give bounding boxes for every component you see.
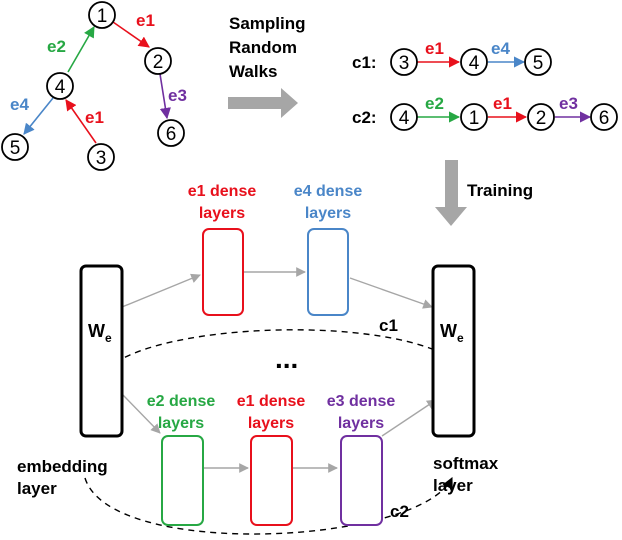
- embedding-caption-line1: embedding: [17, 457, 108, 476]
- walk-c2-node-3: 2: [527, 103, 555, 131]
- svg-text:6: 6: [599, 108, 610, 129]
- embedding-layer: We embedding layer: [17, 264, 124, 498]
- bottom-e1-caption-line1: e1 dense: [237, 393, 306, 410]
- graph-edge-3-4: [65, 99, 97, 144]
- c2-path-label: c2: [390, 502, 409, 521]
- sampling-label-line2: Random: [229, 38, 297, 57]
- sampling-label-line3: Walks: [229, 62, 278, 81]
- svg-text:6: 6: [166, 124, 177, 145]
- walk-c2-node-2: 1: [460, 103, 488, 131]
- graph-edge-label-e4: e4: [10, 95, 29, 114]
- walk-c2-node-4: 6: [590, 103, 618, 131]
- top-e1-caption-line2: layers: [199, 205, 245, 222]
- graph-edge-label-e1-bottom: e1: [85, 108, 104, 127]
- walk-c1-name: c1:: [352, 53, 377, 72]
- training-arrow: [435, 160, 467, 226]
- connector-embed-to-e2-bottom: [121, 393, 161, 434]
- graph-node-2: 2: [144, 47, 172, 75]
- sampling-label-line1: Sampling: [229, 14, 306, 33]
- svg-text:1: 1: [469, 108, 480, 129]
- graph-node-1: 1: [88, 1, 116, 29]
- bottom-e2-caption-line1: e2 dense: [147, 393, 216, 410]
- softmax-caption-line1: softmax: [433, 454, 499, 473]
- walk-c2-edge-label-3: e3: [559, 94, 578, 113]
- connector-e4-to-softmax: [349, 277, 433, 309]
- top-e1-caption-line1: e1 dense: [188, 183, 257, 200]
- walk-c2-edge-label-1: e2: [425, 94, 444, 113]
- input-graph: e2 e1 e3 e1 e4 1 2 3 4 5 6: [1, 1, 187, 171]
- connector-e3-to-softmax: [381, 399, 437, 437]
- sampling-arrow: [228, 88, 298, 118]
- svg-text:2: 2: [536, 108, 547, 129]
- graph-edge-1-2: [112, 21, 150, 48]
- graph-node-4: 4: [46, 72, 74, 100]
- graph-node-5: 5: [1, 133, 29, 161]
- c1-path-label: c1: [379, 316, 398, 335]
- graph-edge-label-e2: e2: [47, 37, 66, 56]
- walk-c1-node-2: 4: [460, 48, 488, 76]
- softmax-caption-line2: layer: [433, 476, 473, 495]
- training-step: Training: [435, 160, 533, 226]
- graph-node-6: 6: [157, 119, 185, 147]
- walk-c1-edge-label-2: e4: [491, 39, 510, 58]
- graph-edge-4-5: [23, 97, 54, 135]
- connector-embed-to-e1-top: [121, 273, 201, 308]
- graph-edge-2-6: [159, 73, 171, 120]
- svg-text:4: 4: [55, 77, 66, 98]
- walk-c2-node-1: 4: [390, 103, 418, 131]
- svg-text:3: 3: [96, 148, 107, 169]
- training-label: Training: [467, 181, 533, 200]
- svg-text:3: 3: [399, 53, 410, 74]
- svg-text:5: 5: [533, 53, 544, 74]
- bottom-e3-caption-line1: e3 dense: [327, 393, 396, 410]
- graph-edge-label-e3: e3: [168, 86, 187, 105]
- bottom-e1-caption-line2: layers: [248, 415, 294, 432]
- c2-dashed-path: [84, 476, 453, 535]
- top-e1-dense-layers: e1 dense layers: [188, 183, 257, 316]
- walk-c1-node-3: 5: [524, 48, 552, 76]
- top-e4-caption-line1: e4 dense: [294, 183, 363, 200]
- bottom-e3-caption-line2: layers: [338, 415, 384, 432]
- sampling-step: Sampling Random Walks: [228, 14, 306, 118]
- graph-edge-4-1: [67, 26, 95, 73]
- c1-dashed-path: [99, 329, 469, 379]
- top-e4-dense-layers: e4 dense layers: [294, 183, 363, 316]
- walk-c1-node-1: 3: [390, 48, 418, 76]
- graph-node-3: 3: [87, 143, 115, 171]
- embedding-caption-line2: layer: [17, 479, 57, 498]
- top-e4-caption-line2: layers: [305, 205, 351, 222]
- walk-c2-name: c2:: [352, 108, 377, 127]
- svg-text:1: 1: [97, 6, 108, 27]
- svg-text:2: 2: [153, 52, 164, 73]
- embedding-symbol: We: [88, 321, 112, 345]
- layer-connectors: [121, 267, 437, 473]
- walk-c2: c2: e2 e1 e3 4 1 2 6: [352, 94, 618, 131]
- bottom-e2-dense-layers: e2 dense layers: [147, 393, 216, 526]
- walk-c1-edge-label-1: e1: [425, 39, 444, 58]
- softmax-layer: We softmax layer: [431, 264, 499, 495]
- walk-c2-edge-label-2: e1: [493, 94, 512, 113]
- bottom-e2-caption-line2: layers: [158, 415, 204, 432]
- svg-text:5: 5: [10, 138, 21, 159]
- walk-c1: c1: e1 e4 3 4 5: [352, 39, 552, 76]
- svg-text:4: 4: [469, 53, 480, 74]
- bottom-e3-dense-layers: e3 dense layers: [327, 393, 396, 526]
- softmax-symbol: We: [440, 321, 464, 345]
- svg-text:4: 4: [399, 108, 410, 129]
- ellipsis: ...: [275, 343, 298, 374]
- bottom-e1-dense-layers: e1 dense layers: [237, 393, 306, 526]
- graph-edge-label-e1-top: e1: [136, 11, 155, 30]
